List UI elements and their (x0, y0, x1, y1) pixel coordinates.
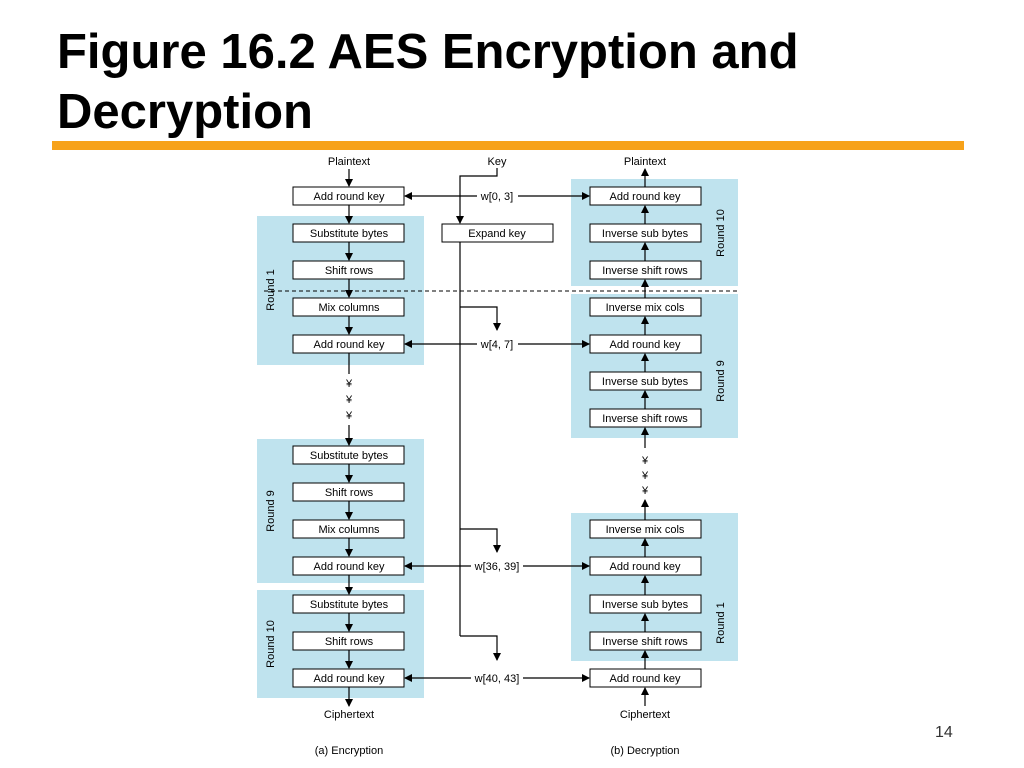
round-panels (257, 179, 738, 698)
dec-r9-inverse-mix-cols: Inverse mix cols (589, 297, 702, 317)
decryption-column: Add round key Inverse sub bytes Inverse … (589, 186, 702, 688)
svg-text:Add round key: Add round key (610, 191, 681, 203)
dec-r9-inverse-shift-rows: Inverse shift rows (589, 408, 702, 428)
svg-text:Shift rows: Shift rows (325, 636, 374, 648)
svg-text:¥: ¥ (345, 378, 353, 390)
svg-text:Inverse mix cols: Inverse mix cols (606, 302, 685, 314)
enc-r1-substitute-bytes: Substitute bytes (292, 223, 405, 243)
enc-ciphertext-label: Ciphertext (324, 709, 374, 721)
enc-round-1-label: Round 1 (265, 269, 277, 311)
svg-text:Shift rows: Shift rows (325, 265, 374, 277)
svg-text:Substitute bytes: Substitute bytes (310, 599, 389, 611)
key-word-w0-3: w[0, 3] (480, 191, 513, 203)
dec-r10-add-round-key: Add round key (589, 186, 702, 206)
connectors (345, 168, 649, 707)
enc-initial-add-round-key: Add round key (292, 186, 405, 206)
key-label: Key (488, 156, 507, 168)
svg-text:Inverse sub bytes: Inverse sub bytes (602, 599, 689, 611)
svg-text:Add round key: Add round key (314, 339, 385, 351)
dec-caption: (b) Decryption (610, 745, 679, 757)
svg-text:Inverse shift rows: Inverse shift rows (602, 413, 688, 425)
key-word-w36-39: w[36, 39] (474, 561, 520, 573)
enc-r10-add-round-key: Add round key (292, 668, 405, 688)
enc-round-10-label: Round 10 (265, 620, 277, 668)
title-rule (52, 141, 964, 150)
enc-r9-mix-columns: Mix columns (292, 519, 405, 539)
svg-text:Inverse sub bytes: Inverse sub bytes (602, 228, 689, 240)
enc-plaintext-label: Plaintext (328, 156, 370, 168)
svg-text:Add round key: Add round key (314, 673, 385, 685)
dec-round-9-label: Round 9 (715, 360, 727, 402)
enc-r9-shift-rows: Shift rows (292, 482, 405, 502)
enc-r9-substitute-bytes: Substitute bytes (292, 445, 405, 465)
svg-text:¥: ¥ (641, 470, 649, 482)
svg-text:Shift rows: Shift rows (325, 487, 374, 499)
enc-r10-substitute-bytes: Substitute bytes (292, 594, 405, 614)
svg-text:Add round key: Add round key (610, 673, 681, 685)
page-number: 14 (935, 724, 953, 741)
dec-plaintext-label: Plaintext (624, 156, 666, 168)
svg-text:¥: ¥ (641, 485, 649, 497)
enc-r9-add-round-key: Add round key (292, 556, 405, 576)
svg-text:Inverse shift rows: Inverse shift rows (602, 636, 688, 648)
svg-text:Inverse sub bytes: Inverse sub bytes (602, 376, 689, 388)
key-word-w4-7: w[4, 7] (480, 339, 513, 351)
enc-r1-add-round-key: Add round key (292, 334, 405, 354)
dec-ellipsis: ¥ ¥ ¥ (641, 455, 649, 497)
dec-r1-inverse-mix-cols: Inverse mix cols (589, 519, 702, 539)
key-schedule: Expand key w[0, 3] w[4, 7] w[36, 39] w[4… (441, 191, 554, 685)
dec-round-1-label: Round 1 (715, 602, 727, 644)
svg-text:Add round key: Add round key (314, 191, 385, 203)
dec-r10-inverse-shift-rows: Inverse shift rows (589, 260, 702, 280)
enc-r1-mix-columns: Mix columns (292, 297, 405, 317)
svg-text:¥: ¥ (641, 455, 649, 467)
svg-text:Expand key: Expand key (468, 228, 526, 240)
svg-text:¥: ¥ (345, 394, 353, 406)
svg-text:Substitute bytes: Substitute bytes (310, 228, 389, 240)
slide-title: Figure 16.2 AES Encryption and Decryptio… (57, 25, 799, 139)
dec-r9-inverse-sub-bytes: Inverse sub bytes (589, 371, 702, 391)
dec-r1-inverse-sub-bytes: Inverse sub bytes (589, 594, 702, 614)
svg-text:Substitute bytes: Substitute bytes (310, 450, 389, 462)
svg-text:Add round key: Add round key (610, 339, 681, 351)
key-word-w40-43: w[40, 43] (474, 673, 520, 685)
svg-text:Add round key: Add round key (610, 561, 681, 573)
dec-r1-add-round-key: Add round key (589, 556, 702, 576)
dec-r1-inverse-shift-rows: Inverse shift rows (589, 631, 702, 651)
dec-final-add-round-key: Add round key (589, 668, 702, 688)
enc-ellipsis: ¥ ¥ ¥ (345, 378, 353, 422)
dec-r9-add-round-key: Add round key (589, 334, 702, 354)
enc-r1-shift-rows: Shift rows (292, 260, 405, 280)
expand-key-box: Expand key (441, 223, 554, 243)
svg-text:Inverse shift rows: Inverse shift rows (602, 265, 688, 277)
svg-text:Add round key: Add round key (314, 561, 385, 573)
svg-text:¥: ¥ (345, 410, 353, 422)
dec-r10-inverse-sub-bytes: Inverse sub bytes (589, 223, 702, 243)
svg-text:Mix columns: Mix columns (318, 524, 380, 536)
enc-round-9-label: Round 9 (265, 490, 277, 532)
svg-text:Inverse mix cols: Inverse mix cols (606, 524, 685, 536)
enc-r10-shift-rows: Shift rows (292, 631, 405, 651)
dec-round-10-label: Round 10 (715, 209, 727, 257)
enc-caption: (a) Encryption (315, 745, 383, 757)
svg-text:Mix columns: Mix columns (318, 302, 380, 314)
dec-ciphertext-label: Ciphertext (620, 709, 670, 721)
